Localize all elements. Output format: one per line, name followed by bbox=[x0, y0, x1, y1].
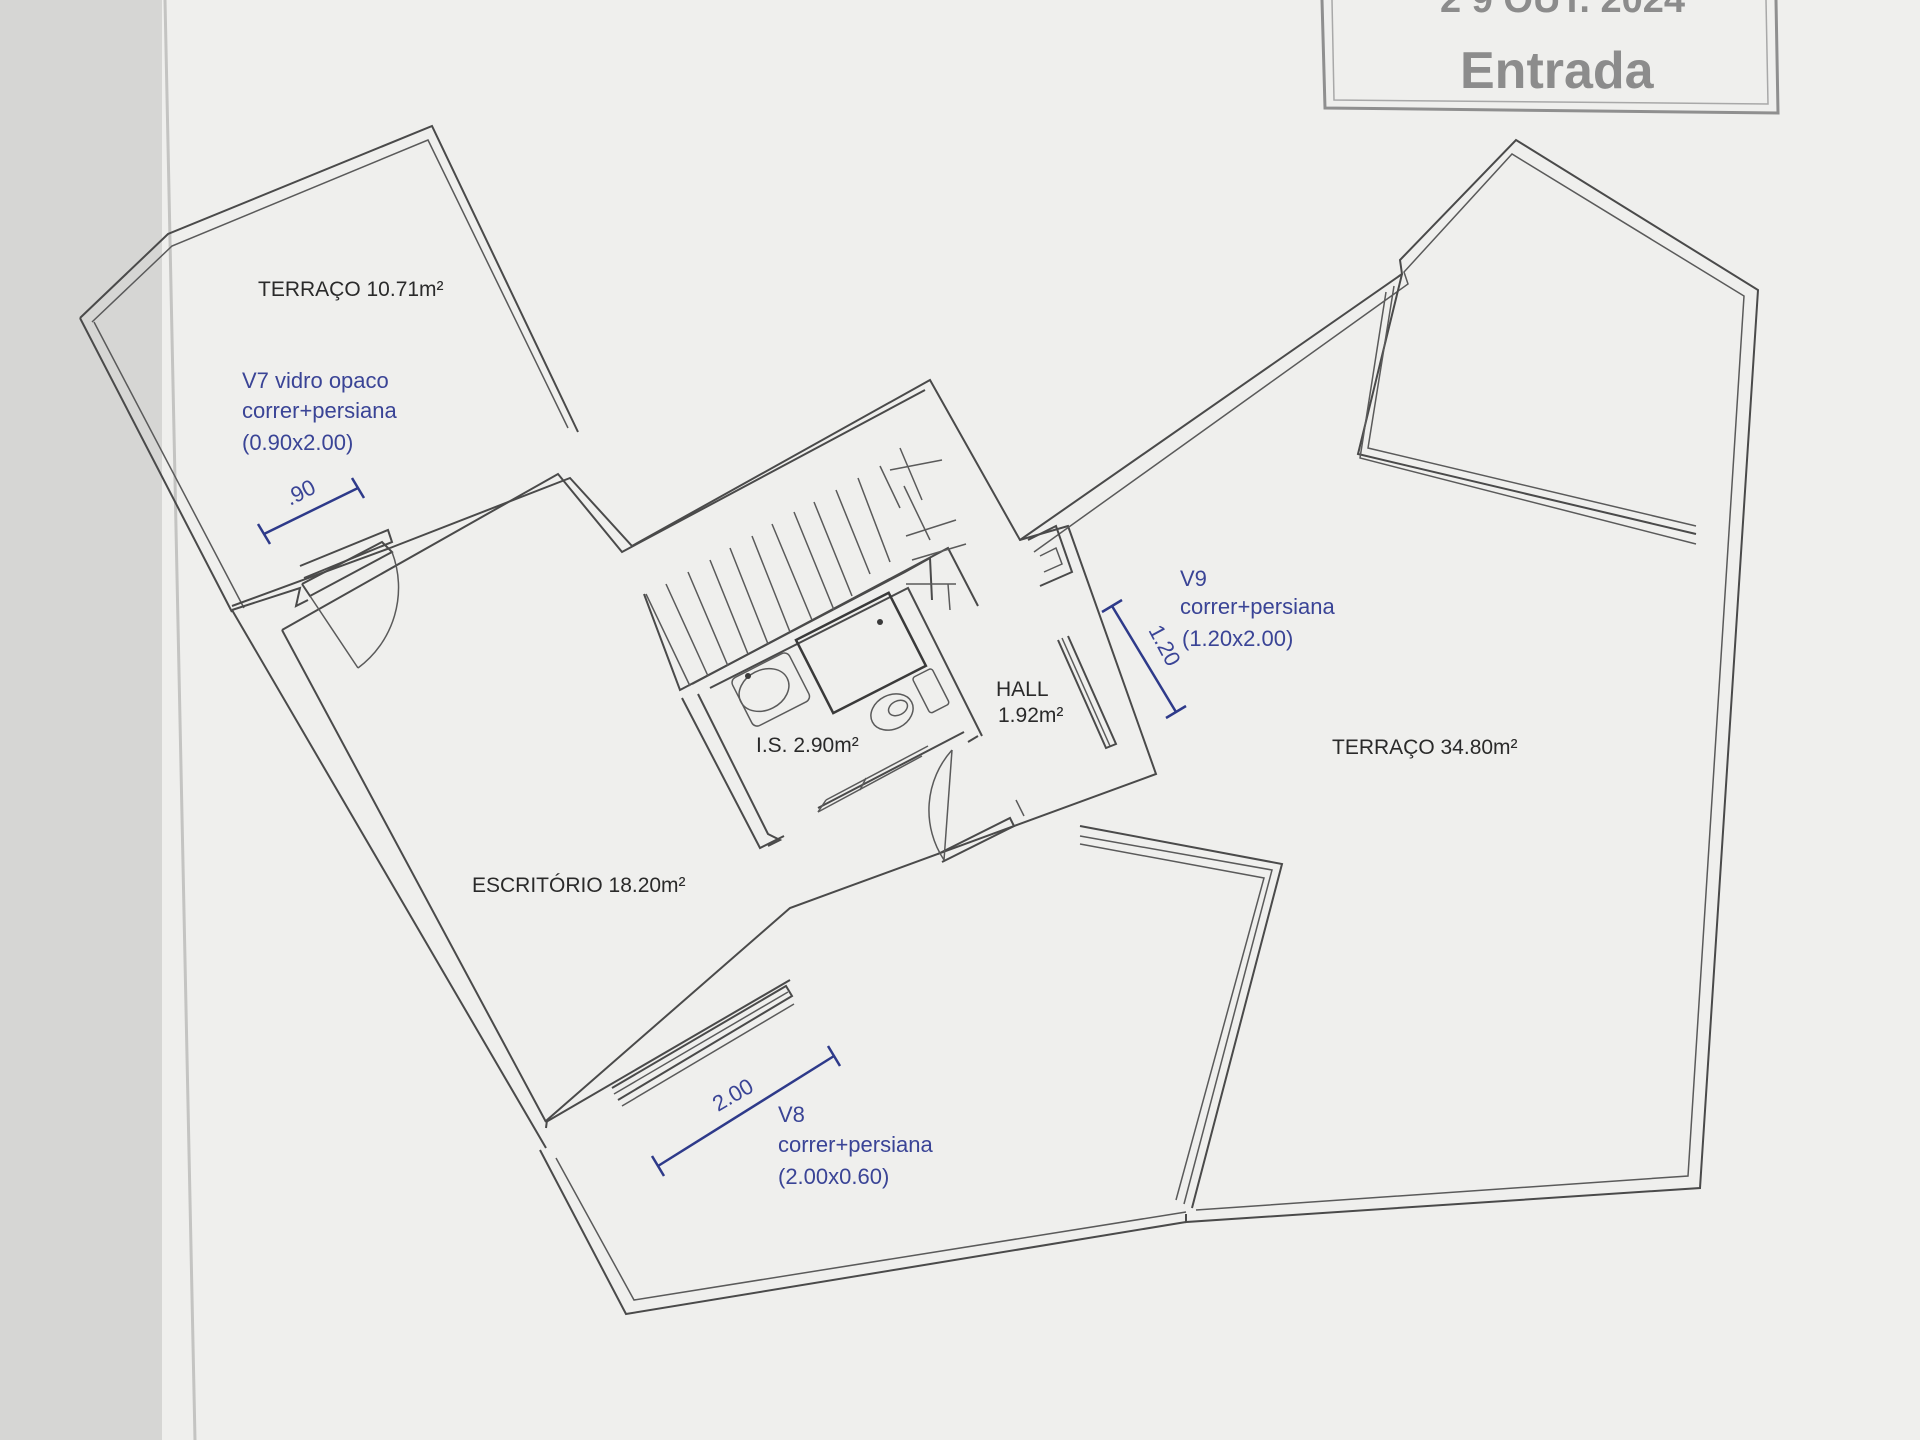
v9-window bbox=[1057, 635, 1118, 750]
terraco-small-walls bbox=[79, 124, 579, 613]
is-sliding-door bbox=[817, 745, 929, 813]
v8-line1: V8 bbox=[778, 1102, 805, 1127]
v7-line3: (0.90x2.00) bbox=[242, 430, 353, 455]
v9-line2: correr+persiana bbox=[1180, 594, 1335, 619]
hall-door bbox=[928, 749, 1025, 863]
stamp-inner-box bbox=[1331, 0, 1769, 105]
shower-tray bbox=[794, 591, 928, 715]
v9-line1: V9 bbox=[1180, 566, 1207, 591]
toilet bbox=[870, 668, 950, 731]
is-bathroom bbox=[681, 586, 983, 850]
label-hall-name: HALL bbox=[996, 678, 1049, 701]
terraco-large-walls bbox=[1019, 138, 1760, 1224]
stamp-date: 2 9 OUT. 2024 bbox=[1440, 0, 1685, 21]
v8-line3: (2.00x0.60) bbox=[778, 1164, 889, 1189]
shower-drain bbox=[877, 619, 883, 625]
paper-fold bbox=[163, 0, 197, 1440]
washbasin bbox=[731, 652, 811, 727]
terraco-lower-walls bbox=[539, 825, 1284, 1316]
v7-window bbox=[299, 528, 394, 579]
v8-window bbox=[611, 984, 795, 1107]
label-is: I.S. 2.90m² bbox=[756, 734, 859, 757]
v9-line3: (1.20x2.00) bbox=[1182, 626, 1293, 651]
stamp-label: Entrada bbox=[1460, 42, 1655, 100]
staircase bbox=[643, 447, 979, 692]
label-terraco-large: TERRAÇO 34.80m² bbox=[1332, 736, 1518, 759]
paper-sheet bbox=[162, 0, 1920, 1440]
v7-line2: correr+persiana bbox=[242, 398, 397, 423]
v8-line2: correr+persiana bbox=[778, 1132, 933, 1157]
v7-line1: V7 vidro opaco bbox=[242, 368, 389, 393]
label-escritorio: ESCRITÓRIO 18.20m² bbox=[472, 874, 686, 897]
entrada-stamp: 2 9 OUT. 2024 Entrada bbox=[1320, 0, 1780, 115]
stamp-box bbox=[1320, 0, 1780, 115]
label-hall-area: 1.92m² bbox=[998, 704, 1063, 727]
escritorio-walls bbox=[231, 378, 1158, 1149]
background-left-page bbox=[0, 0, 170, 1440]
label-terraco-small: TERRAÇO 10.71m² bbox=[258, 278, 444, 301]
